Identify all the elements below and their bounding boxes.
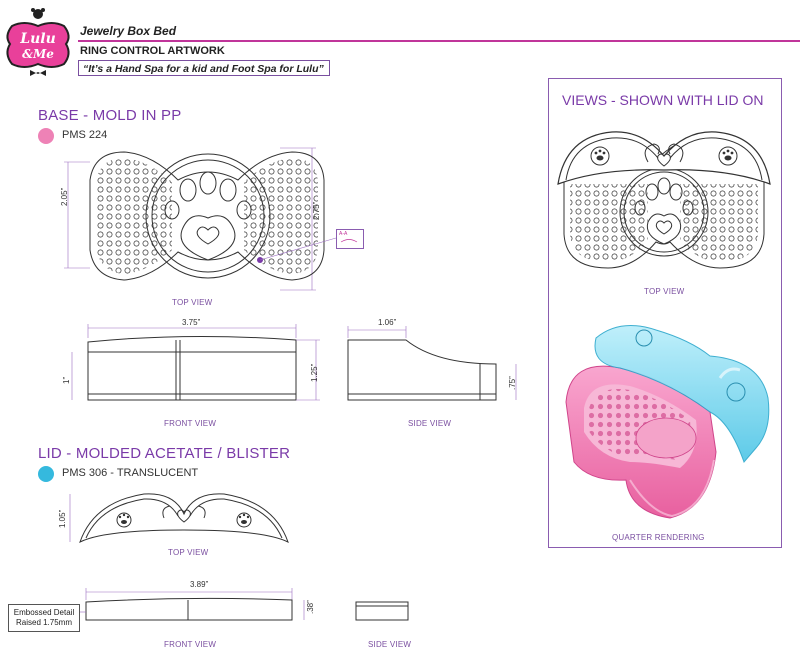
quarter-rendering-label: QUARTER RENDERING bbox=[612, 533, 705, 542]
emboss-note-line2: Raised 1.75mm bbox=[15, 618, 73, 627]
base-width-dimension: 3.75” bbox=[182, 318, 201, 327]
views-panel-title: VIEWS - SHOWN WITH LID ON bbox=[562, 92, 764, 108]
base-color-swatch bbox=[38, 128, 54, 144]
base-front-view-drawing bbox=[71, 324, 320, 401]
base-front-height-dimension: 1” bbox=[62, 376, 71, 384]
base-side-view-drawing bbox=[347, 326, 517, 401]
base-front-total-dimension: 1.25” bbox=[310, 363, 319, 382]
lid-top-view-label: TOP VIEW bbox=[168, 548, 209, 557]
quarter-rendering-drawing bbox=[565, 325, 770, 519]
lid-thickness-dimension: .38” bbox=[306, 600, 315, 614]
artwork-subtitle: RING CONTROL ARTWORK bbox=[80, 45, 225, 57]
base-height-dimension: 2.05” bbox=[60, 187, 69, 206]
base-top-view-drawing bbox=[64, 147, 337, 291]
base-side-height-dimension: .75” bbox=[508, 376, 517, 390]
assembled-top-view-label: TOP VIEW bbox=[644, 287, 685, 296]
lid-front-view-label: FRONT VIEW bbox=[164, 640, 217, 649]
tagline-quote: “It’s a Hand Spa for a kid and Foot Spa … bbox=[78, 60, 330, 76]
base-depth-dimension: 2.75” bbox=[312, 201, 321, 220]
header-rule bbox=[78, 40, 800, 42]
lid-color-swatch bbox=[38, 466, 54, 482]
base-side-view-label: SIDE VIEW bbox=[408, 419, 452, 428]
lid-section-title: LID - MOLDED ACETATE / BLISTER bbox=[38, 445, 291, 462]
lid-side-view-drawing bbox=[355, 601, 409, 621]
lid-top-view-drawing bbox=[69, 493, 289, 543]
svg-text:Lulu: Lulu bbox=[19, 31, 56, 47]
lid-width-dimension: 3.89” bbox=[190, 580, 209, 589]
base-pms-label: PMS 224 bbox=[62, 129, 108, 141]
assembled-top-view-drawing bbox=[557, 131, 771, 269]
lid-height-dimension: 1.05” bbox=[58, 509, 67, 528]
base-side-top-dimension: 1.06” bbox=[378, 318, 397, 327]
lid-front-view-drawing bbox=[80, 588, 305, 621]
lid-side-view-label: SIDE VIEW bbox=[368, 640, 412, 649]
lulu-and-me-logo: Lulu &Me bbox=[6, 8, 70, 76]
svg-text:&Me: &Me bbox=[22, 47, 54, 61]
base-section-title: BASE - MOLD IN PP bbox=[38, 107, 182, 124]
base-top-view-label: TOP VIEW bbox=[172, 298, 213, 307]
embossed-detail-note: Embossed Detail Raised 1.75mm bbox=[8, 604, 80, 632]
base-front-view-label: FRONT VIEW bbox=[164, 419, 217, 428]
section-aa-label: A-A bbox=[339, 231, 348, 237]
emboss-note-line1: Embossed Detail bbox=[13, 608, 75, 617]
section-aa-callout: A-A bbox=[336, 229, 364, 249]
lid-pms-label: PMS 306 - TRANSLUCENT bbox=[62, 467, 199, 479]
product-title: Jewelry Box Bed bbox=[80, 24, 177, 38]
views-panel bbox=[548, 78, 782, 548]
